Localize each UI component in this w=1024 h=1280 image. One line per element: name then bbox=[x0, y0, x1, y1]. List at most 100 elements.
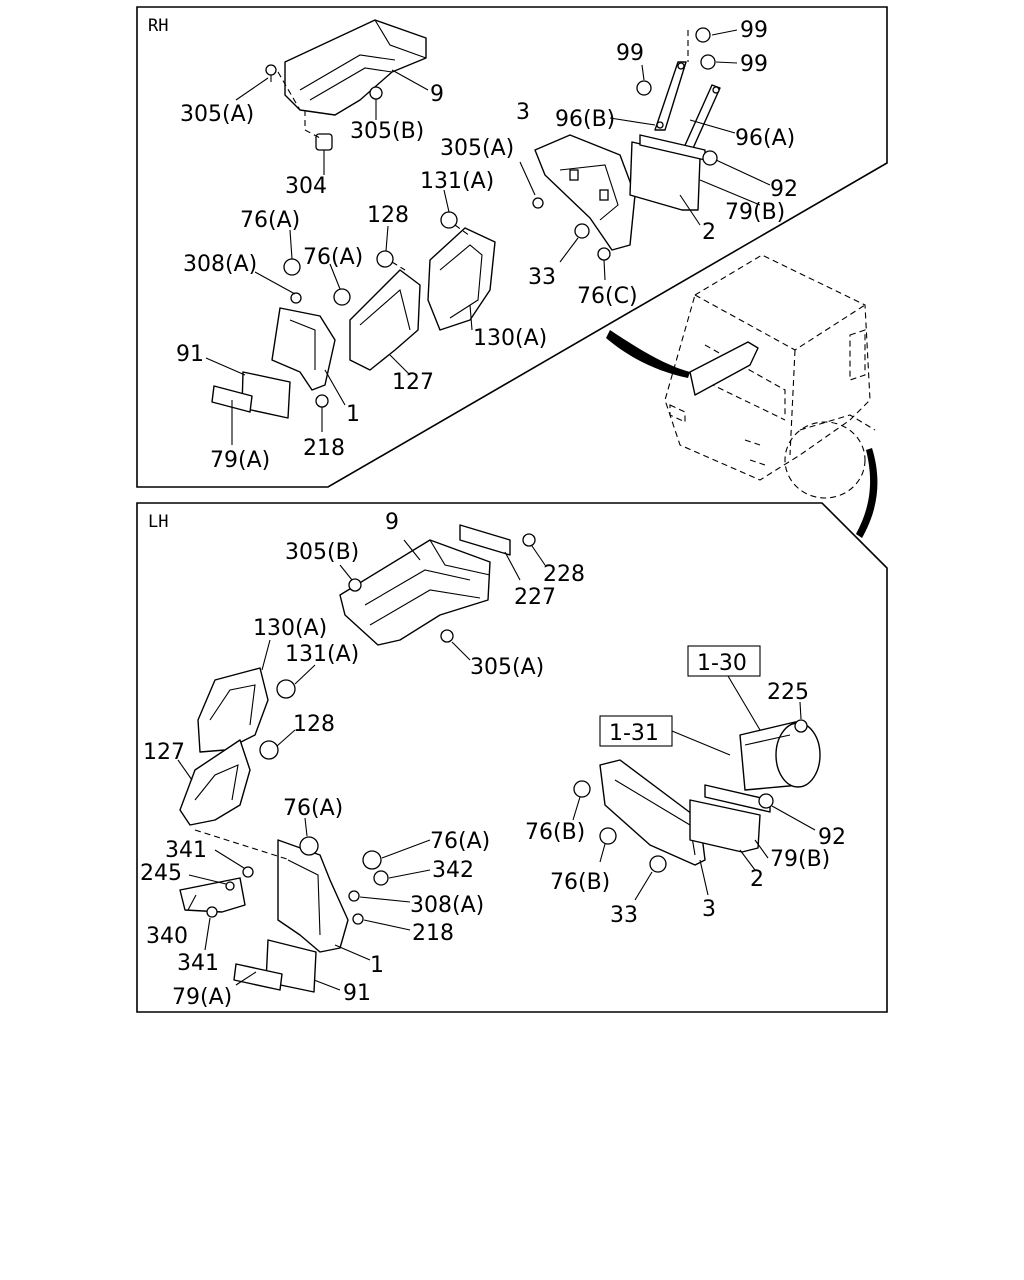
lh-mudflap-2 bbox=[689, 784, 771, 853]
rh-label-305a-top: 305(A) bbox=[180, 102, 254, 127]
lh-pointer-arrow bbox=[856, 448, 878, 538]
rh-panel-frame bbox=[136, 6, 888, 488]
lh-panel: LH bbox=[136, 502, 888, 1013]
rh-label-76c: 76(C) bbox=[577, 284, 638, 309]
lh-mudflap-91 bbox=[233, 939, 317, 993]
lh-label-76b-b: 76(B) bbox=[550, 870, 610, 895]
lh-label-76a-b: 76(A) bbox=[430, 829, 490, 854]
rh-panel-130a bbox=[427, 227, 496, 331]
rh-bolt-99-c bbox=[636, 80, 652, 96]
rh-bolt-128 bbox=[376, 250, 394, 268]
lh-bolt-131a bbox=[276, 679, 296, 699]
lh-nut-342 bbox=[373, 870, 389, 886]
rh-label-76a-b: 76(A) bbox=[303, 245, 363, 270]
lh-label-127: 127 bbox=[143, 740, 185, 765]
lh-bolt-218 bbox=[352, 913, 364, 925]
lh-bolt-341-a bbox=[242, 866, 254, 878]
rh-label-9: 9 bbox=[430, 82, 444, 107]
lh-bolt-128 bbox=[259, 740, 279, 760]
lh-label-228: 228 bbox=[543, 562, 585, 587]
rh-label-3: 3 bbox=[516, 100, 530, 125]
lh-label-1-30: 1-30 bbox=[697, 651, 747, 676]
lh-label-227: 227 bbox=[514, 585, 556, 610]
rh-bolt-76a-b bbox=[333, 288, 351, 306]
lh-bolt-341-b bbox=[206, 906, 218, 918]
lh-bolt-308a bbox=[348, 890, 360, 902]
lh-bolt-76b-a bbox=[573, 780, 591, 798]
rh-label-218: 218 bbox=[303, 436, 345, 461]
lh-label-33: 33 bbox=[610, 903, 638, 928]
rh-bolt-33 bbox=[574, 223, 590, 239]
rh-part-9-cover bbox=[277, 19, 427, 116]
rh-label-130a: 130(A) bbox=[473, 326, 547, 351]
rh-bracket-96b bbox=[654, 61, 687, 131]
rh-label-1: 1 bbox=[346, 402, 360, 427]
lh-strip-227 bbox=[459, 524, 511, 556]
lh-label-131a: 131(A) bbox=[285, 642, 359, 667]
lh-bolt-305b bbox=[348, 578, 362, 592]
rh-label-96b: 96(B) bbox=[555, 107, 615, 132]
lh-bolt-76a-a bbox=[299, 836, 319, 856]
rh-bolt-305a-mid bbox=[532, 197, 544, 209]
rh-label-33: 33 bbox=[528, 265, 556, 290]
lh-fuel-tank bbox=[739, 721, 821, 791]
rh-label-127: 127 bbox=[392, 370, 434, 395]
lh-label-342: 342 bbox=[432, 858, 474, 883]
lh-mudguard-bracket-3 bbox=[599, 759, 706, 866]
lh-bolt-33 bbox=[649, 855, 667, 873]
rh-bolt-76a-a bbox=[283, 258, 301, 276]
rh-label-76a-a: 76(A) bbox=[240, 208, 300, 233]
lh-label-305a: 305(A) bbox=[470, 655, 544, 680]
lh-panel-frame bbox=[136, 502, 888, 1013]
rh-bracket-96a bbox=[681, 84, 721, 156]
rh-label-99-b: 99 bbox=[616, 41, 644, 66]
lh-label-2: 2 bbox=[750, 867, 764, 892]
rh-label-96a: 96(A) bbox=[735, 126, 795, 151]
rh-mudguard-1 bbox=[271, 307, 336, 391]
rh-bolt-99-b bbox=[700, 54, 716, 70]
lh-bolt-76a-b bbox=[362, 850, 382, 870]
lh-leader-lines bbox=[177, 539, 816, 991]
lh-bolt-228 bbox=[522, 533, 536, 547]
rh-mudflap-91 bbox=[211, 371, 291, 419]
lh-label-245: 245 bbox=[140, 861, 182, 886]
rh-panel-127 bbox=[349, 269, 421, 371]
lh-label-130a: 130(A) bbox=[253, 616, 327, 641]
rh-label-304: 304 bbox=[285, 174, 327, 199]
rh-bolt-305b-top bbox=[369, 86, 383, 107]
lh-panel-127 bbox=[179, 739, 251, 826]
rh-label-91: 91 bbox=[176, 342, 204, 367]
rh-bolt-305a-top bbox=[265, 64, 277, 82]
rh-panel: RH bbox=[136, 6, 888, 488]
rh-label-79b: 79(B) bbox=[725, 200, 785, 225]
rh-label-92: 92 bbox=[770, 177, 798, 202]
lh-label-340: 340 bbox=[146, 924, 188, 949]
lh-bolt-225 bbox=[794, 719, 808, 733]
rh-label-99-c: 99 bbox=[740, 52, 768, 77]
lh-label-341-a: 341 bbox=[165, 838, 207, 863]
rh-label-79a: 79(A) bbox=[210, 448, 270, 473]
rh-mudflap-2 bbox=[629, 134, 706, 211]
rh-leader-lines bbox=[205, 29, 771, 445]
lh-ref-box-1-30 bbox=[687, 645, 761, 677]
rh-bolt-99-a bbox=[695, 27, 711, 43]
lh-part-9-cover bbox=[339, 539, 491, 646]
lh-label-218: 218 bbox=[412, 921, 454, 946]
rh-bolt-218 bbox=[315, 394, 329, 408]
lh-label-3: 3 bbox=[702, 897, 716, 922]
lh-label-79a: 79(A) bbox=[172, 985, 232, 1010]
lh-part-245 bbox=[225, 881, 235, 891]
lh-label-91: 91 bbox=[343, 981, 371, 1006]
lh-label-341-b: 341 bbox=[177, 951, 219, 976]
lh-label-308a: 308(A) bbox=[410, 893, 484, 918]
lh-label-128: 128 bbox=[293, 712, 335, 737]
lh-bolt-305a bbox=[440, 629, 454, 643]
rh-label-308a: 308(A) bbox=[183, 252, 257, 277]
rh-bolt-308a bbox=[290, 292, 302, 304]
rh-label-305a-mid: 305(A) bbox=[440, 136, 514, 161]
lh-label-9: 9 bbox=[385, 510, 399, 535]
lh-bolt-76b-b bbox=[599, 827, 617, 845]
lh-label-76a-a: 76(A) bbox=[283, 796, 343, 821]
rh-mudguard-bracket-3 bbox=[534, 134, 636, 251]
